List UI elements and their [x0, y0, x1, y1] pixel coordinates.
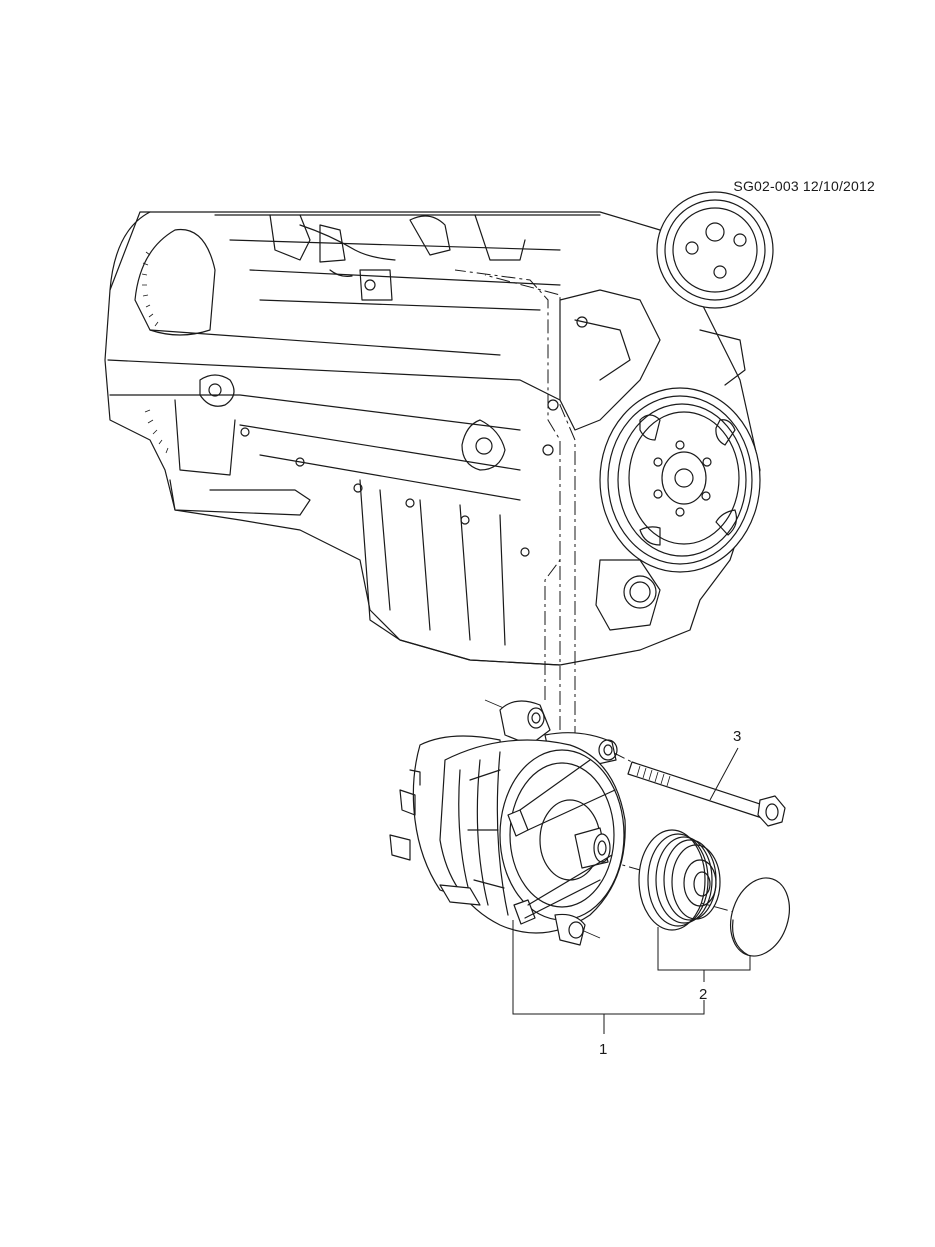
callout-1: 1: [599, 1041, 608, 1058]
pulley-cap: [730, 877, 790, 957]
callout-2: 2: [699, 986, 708, 1003]
mounting-bolt: [627, 761, 786, 827]
cam-pulley: [656, 191, 774, 309]
crank-pulley: [599, 387, 761, 573]
callout-3: 3: [733, 728, 742, 745]
flywheel-teeth: [141, 251, 169, 454]
engine-block: [104, 191, 774, 666]
leader-lines: [512, 747, 751, 1034]
pulley: [638, 829, 721, 931]
pan-rail-bolts: [240, 427, 530, 557]
alternator: [389, 699, 626, 946]
document-id: SG02-003 12/10/2012: [733, 178, 875, 194]
